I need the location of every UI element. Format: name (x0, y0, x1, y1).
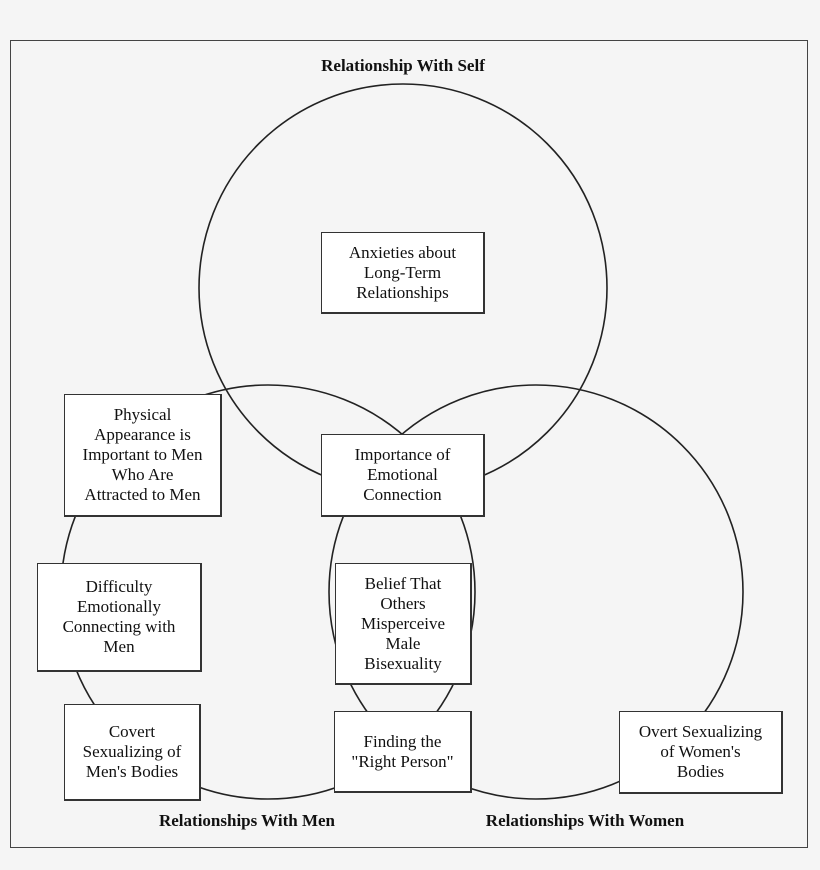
theme-text-line: Connecting with (62, 617, 176, 636)
theme-text-line: Relationships (356, 282, 449, 302)
circle-relationships-with-women (328, 384, 744, 800)
theme-text-line: Who Are (111, 465, 174, 484)
theme-text-line: Others (380, 593, 426, 613)
theme-text-line: "Right Person" (351, 751, 454, 771)
set-label-self: Relationship With Self (321, 56, 485, 75)
theme-text-line: Importance of (354, 445, 451, 464)
set-label-women: Relationships With Women (485, 811, 685, 830)
theme-text-line: Emotionally (76, 597, 162, 616)
theme-box-finding-right-person: Finding the "Right Person" (334, 711, 472, 793)
theme-text-line: Anxieties about (348, 242, 457, 262)
theme-text-line: Important to Men (82, 445, 203, 464)
theme-text-line: Attracted to Men (84, 485, 201, 504)
theme-box-importance-emotional-connection: Importance of Emotional Connection (321, 434, 485, 517)
theme-box-physical-appearance: Physical Appearance is Important to Men … (64, 394, 222, 517)
theme-text-line: Overt Sexualizing (638, 722, 763, 741)
theme-box-anxieties: Anxieties about Long-Term Relationships (321, 232, 485, 314)
theme-text-line: Difficulty (85, 577, 153, 596)
theme-text-line: Connection (363, 485, 442, 504)
theme-text-line: Bodies (676, 762, 725, 781)
theme-text-line: Appearance is (94, 425, 191, 444)
theme-text-line: Men (103, 637, 135, 656)
theme-text-line: Misperceive (360, 613, 446, 633)
theme-box-belief-misperceive: Belief That Others Misperceive Male Bise… (335, 563, 472, 685)
theme-text-line: Emotional (367, 465, 438, 484)
theme-text-line: Sexualizing of (82, 742, 182, 761)
theme-box-overt-sexualizing: Overt Sexualizing of Women's Bodies (619, 711, 783, 794)
theme-text-line: Men's Bodies (85, 762, 179, 781)
theme-box-difficulty-connecting: Difficulty Emotionally Connecting with M… (37, 563, 202, 672)
theme-box-covert-sexualizing: Covert Sexualizing of Men's Bodies (64, 704, 201, 801)
theme-text-line: Covert (108, 722, 156, 741)
theme-text-line: Finding the (363, 731, 442, 751)
theme-text-line: Belief That (364, 573, 442, 593)
theme-text-line: Bisexuality (364, 653, 442, 673)
theme-text-line: Long-Term (363, 262, 442, 282)
theme-text-line: Male (385, 633, 421, 653)
theme-text-line: of Women's (660, 742, 741, 761)
theme-text-line: Physical (113, 405, 172, 424)
set-label-men: Relationships With Men (158, 811, 336, 830)
